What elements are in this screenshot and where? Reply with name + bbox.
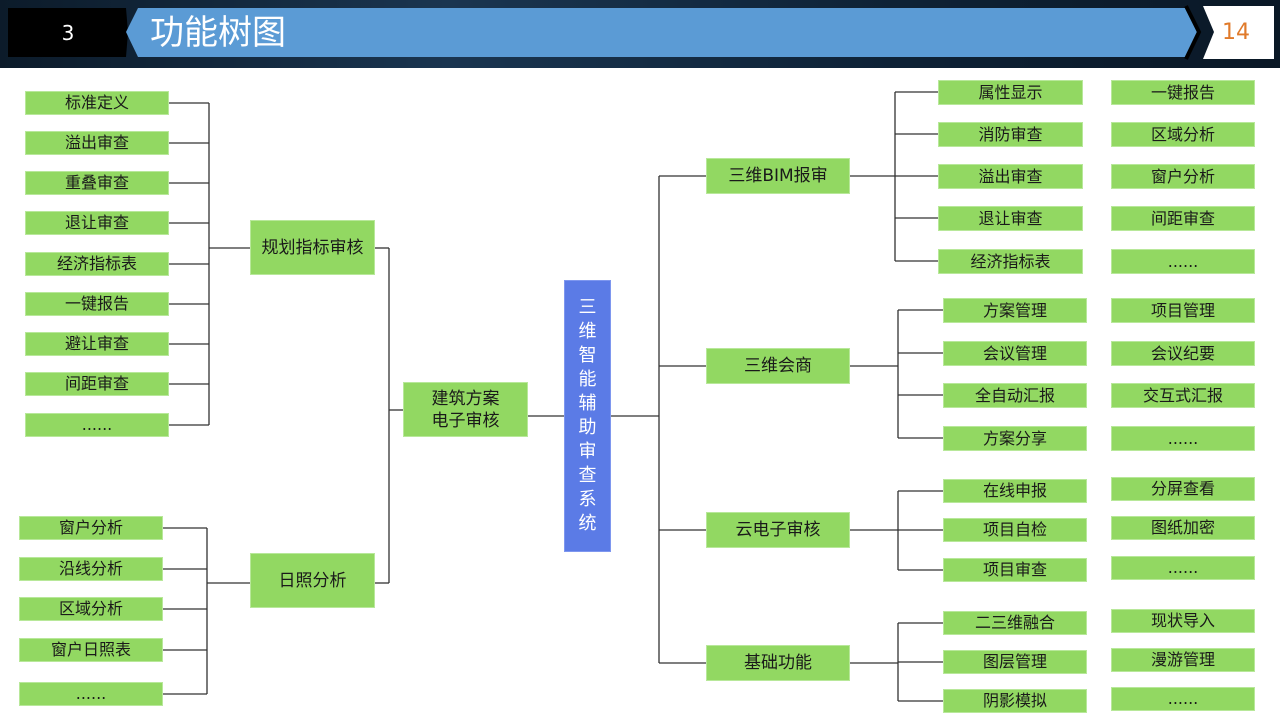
leaf-node: 退让审查: [25, 211, 169, 235]
leaf-node: 退让审查: [938, 206, 1083, 231]
extra-node: ......: [1111, 556, 1255, 580]
leaf-node: 避让审查: [25, 332, 169, 356]
branch-node-planning-index: 规划指标审核: [250, 220, 375, 275]
extra-node: 分屏查看: [1111, 477, 1255, 501]
leaf-node: 图层管理: [943, 650, 1087, 674]
leaf-node: 阴影模拟: [943, 689, 1087, 713]
extra-node: 会议纪要: [1111, 341, 1255, 366]
page-number: 14: [1222, 20, 1250, 45]
section-number: 3: [8, 8, 128, 57]
root-node: 三维智能辅助审查系统: [564, 280, 611, 552]
extra-node: 交互式汇报: [1111, 383, 1255, 408]
leaf-node: 经济指标表: [25, 252, 169, 276]
extra-node: 窗户分析: [1111, 164, 1255, 189]
leaf-node: 沿线分析: [19, 557, 163, 581]
leaf-node: 消防审查: [938, 122, 1083, 147]
extra-node: 项目管理: [1111, 298, 1255, 323]
leaf-node: 窗户分析: [19, 516, 163, 540]
leaf-node: 经济指标表: [938, 249, 1083, 274]
leaf-node: 间距审查: [25, 372, 169, 396]
leaf-node: ......: [25, 413, 169, 437]
leaf-node: 属性显示: [938, 80, 1083, 105]
leaf-node: 窗户日照表: [19, 638, 163, 662]
extra-node: ......: [1111, 249, 1255, 274]
leaf-node: 项目自检: [943, 518, 1087, 542]
extra-node: 漫游管理: [1111, 648, 1255, 672]
leaf-node: 一键报告: [25, 292, 169, 316]
leaf-node: 溢出审查: [25, 131, 169, 155]
leaf-node: 二三维融合: [943, 611, 1087, 635]
leaf-node: 重叠审查: [25, 171, 169, 195]
leaf-node: 在线申报: [943, 479, 1087, 503]
leaf-node: 方案管理: [943, 298, 1087, 323]
leaf-node: 区域分析: [19, 597, 163, 621]
leaf-node: 标准定义: [25, 91, 169, 115]
extra-node: 区域分析: [1111, 122, 1255, 147]
title-bar: [126, 5, 1274, 60]
page-title: 功能树图: [150, 13, 286, 53]
extra-node: 一键报告: [1111, 80, 1255, 105]
branch-node-basic-functions: 基础功能: [706, 645, 850, 681]
branch-node-sunlight-analysis: 日照分析: [250, 553, 375, 608]
root-label: 三维智能辅助审查系统: [578, 297, 597, 534]
leaf-node: 方案分享: [943, 426, 1087, 451]
group-label-line-2: 电子审核: [431, 410, 500, 431]
leaf-node: 项目审查: [943, 558, 1087, 582]
extra-node: 现状导入: [1111, 609, 1255, 633]
leaf-node: ......: [19, 682, 163, 706]
group-node-building-review: 建筑方案 电子审核: [403, 382, 528, 437]
branch-node-cloud-review: 云电子审核: [706, 512, 850, 548]
branch-node-3d-consultation: 三维会商: [706, 348, 850, 384]
extra-node: ......: [1111, 426, 1255, 451]
extra-node: 间距审查: [1111, 206, 1255, 231]
leaf-node: 溢出审查: [938, 164, 1083, 189]
group-label-line-1: 建筑方案: [431, 388, 500, 409]
extra-node: 图纸加密: [1111, 516, 1255, 540]
leaf-node: 全自动汇报: [943, 383, 1087, 408]
leaf-node: 会议管理: [943, 341, 1087, 366]
branch-node-3d-bim: 三维BIM报审: [706, 158, 850, 194]
extra-node: ......: [1111, 687, 1255, 711]
